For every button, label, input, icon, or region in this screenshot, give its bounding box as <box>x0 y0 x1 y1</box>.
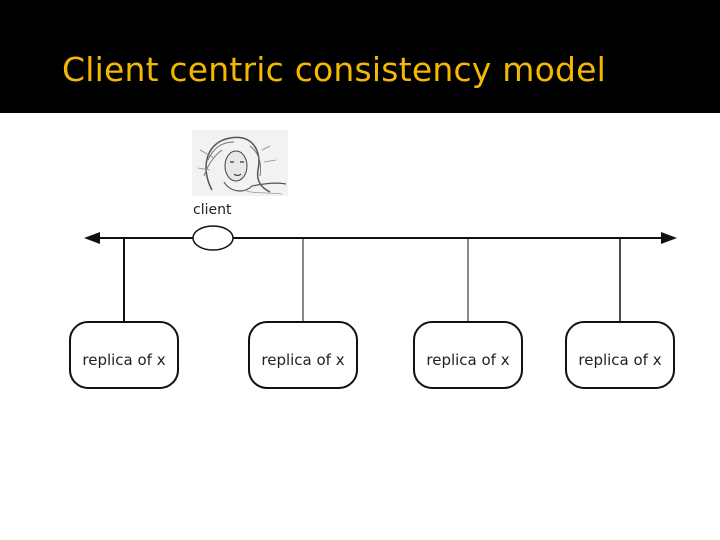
replica-label: replica of x <box>261 351 344 369</box>
replica-node-4: replica of x <box>565 321 675 389</box>
replica-node-3: replica of x <box>413 321 523 389</box>
replica-node-1: replica of x <box>69 321 179 389</box>
replica-label: replica of x <box>578 351 661 369</box>
client-portrait-icon <box>192 130 288 196</box>
client-node <box>192 225 234 251</box>
network-bus <box>84 232 677 244</box>
right-arrowhead-icon <box>661 232 677 244</box>
left-arrowhead-icon <box>84 232 100 244</box>
title-bar: Client centric consistency model <box>0 0 720 113</box>
slide-title: Client centric consistency model <box>62 50 606 89</box>
replica-label: replica of x <box>82 351 165 369</box>
replica-node-2: replica of x <box>248 321 358 389</box>
replica-label: replica of x <box>426 351 509 369</box>
replica-connectors <box>123 238 621 322</box>
client-label: client <box>193 202 232 218</box>
